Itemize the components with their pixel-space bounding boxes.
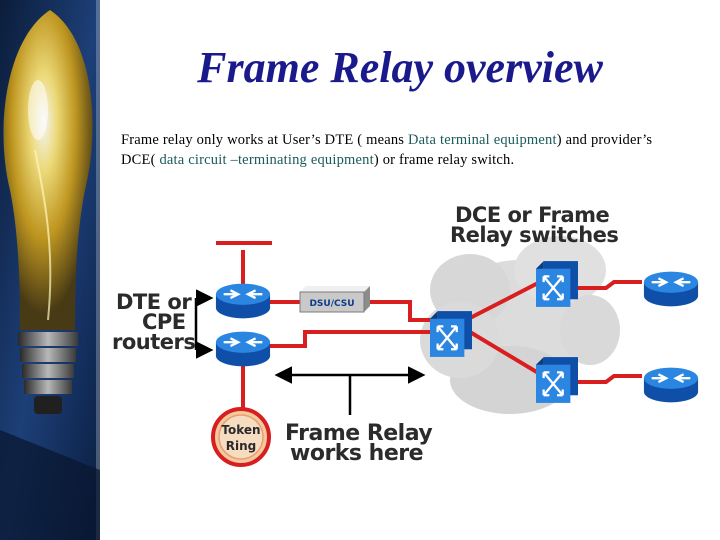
dte-bracket	[194, 289, 214, 359]
dce-label-line1: DCE or Frame	[455, 203, 610, 227]
dce-label-line2: Relay switches	[450, 223, 618, 247]
link-switch-router-bottom	[576, 374, 642, 384]
dte-label-line3: routers	[112, 330, 195, 354]
body-text-part-3: ) or frame relay switch.	[373, 152, 515, 168]
dte-label-line1: DTE or	[116, 290, 192, 314]
dte-router-bottom-icon	[214, 330, 272, 368]
token-ring-network: Token Ring	[211, 407, 271, 467]
dte-router-top-icon	[214, 282, 272, 320]
frame-relay-label-line2: works here	[290, 441, 423, 466]
frame-relay-span-arrow	[274, 366, 426, 415]
body-text-part-1: Frame relay only works at User’s DTE ( m…	[121, 132, 408, 148]
body-text-part-2: ) and provider’s DCE(	[121, 132, 653, 168]
link-switch-router-top	[576, 280, 642, 290]
slide-title: Frame Relay overview	[197, 43, 603, 92]
wan-link-router2-switch	[268, 330, 432, 348]
slide-body-text: Frame relay only works at User’s DTE ( m…	[121, 130, 681, 170]
lightbulb-background	[0, 0, 100, 540]
body-text-highlight-dce: data circuit –terminating equipment	[159, 152, 374, 168]
wan-link-dsu-switch	[368, 300, 432, 322]
trunk-to-top-switch	[469, 280, 541, 320]
frame-relay-label-line1: Frame Relay	[285, 421, 432, 446]
trunk-to-bottom-switch	[468, 330, 542, 376]
dte-label-line2: CPE	[142, 310, 186, 334]
dsu-csu-label: DSU/CSU	[309, 299, 354, 309]
frame-relay-switch-bottom-icon	[536, 356, 578, 404]
token-ring-label-line2: Ring	[226, 439, 257, 453]
remote-router-bottom-icon	[642, 366, 700, 404]
body-text-highlight-dte: Data terminal equipment	[407, 132, 557, 148]
token-ring-label-line1: Token	[221, 423, 260, 437]
remote-router-top-icon	[642, 270, 700, 308]
dsu-csu-device: DSU/CSU	[299, 286, 370, 313]
